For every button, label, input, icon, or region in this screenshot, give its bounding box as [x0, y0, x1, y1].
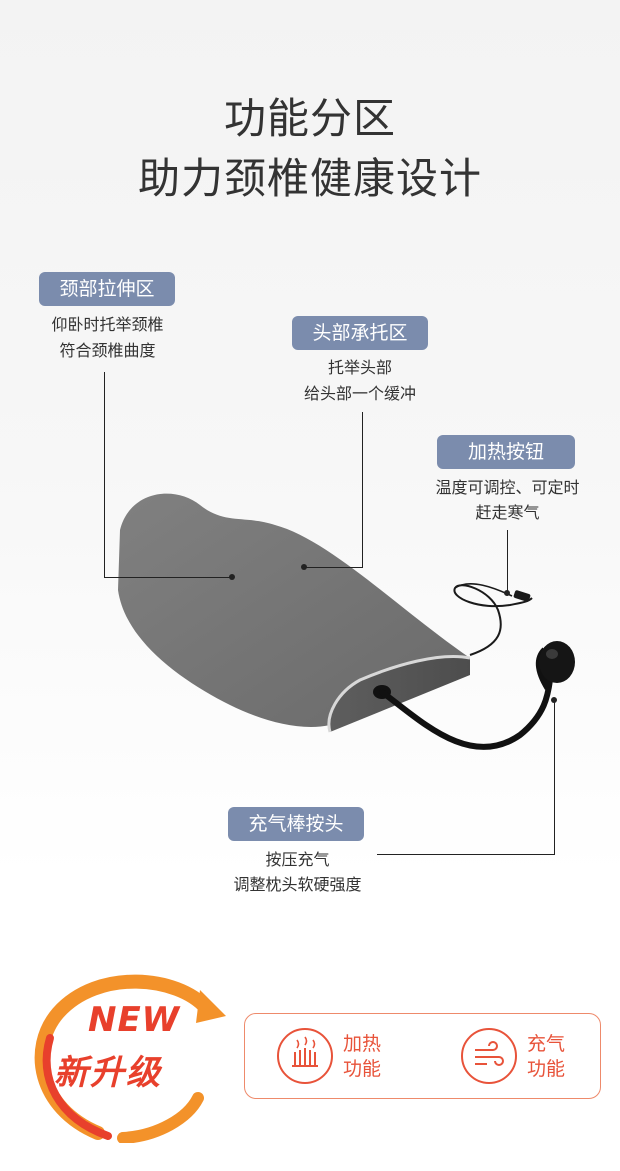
heating-button-desc-2: 赶走寒气 [475, 503, 540, 522]
pillow-product-image [118, 493, 575, 750]
page-title: 功能分区 [223, 94, 396, 143]
neck-leader-horizontal [104, 577, 232, 578]
feature-heating-line1: 加热 [343, 1033, 382, 1055]
pump-leader-dot [551, 697, 557, 703]
heating-button-desc-1: 温度可调控、可定时 [435, 478, 580, 497]
head-leader-vertical [362, 412, 363, 568]
neck-zone-tag: 颈部拉伸区 [39, 272, 175, 306]
page-subtitle: 助力颈椎健康设计 [137, 154, 482, 203]
airflow-icon [461, 1028, 517, 1084]
new-upgrade-badge [34, 974, 226, 1143]
pump-head-desc-2: 调整枕头软硬强度 [233, 875, 362, 894]
pump-head-tag: 充气棒按头 [228, 807, 364, 841]
head-leader-dot [301, 564, 307, 570]
neck-zone-desc-1: 仰卧时托举颈椎 [51, 315, 164, 334]
pump-head-desc-1: 按压充气 [265, 850, 330, 869]
feature-heating-line2: 功能 [343, 1058, 382, 1080]
pump-leader-vertical [554, 700, 555, 855]
head-zone-tag: 头部承托区 [292, 316, 428, 350]
neck-leader-dot [229, 574, 235, 580]
heating-leader-dot [504, 590, 510, 596]
badge-new-text: NEW [88, 1000, 181, 1040]
feature-inflate-line2: 功能 [527, 1058, 566, 1080]
feature-panel: 加热 功能 充气 功能 [244, 1013, 601, 1099]
neck-zone-desc-2: 符合颈椎曲度 [59, 341, 156, 360]
head-leader-horizontal [304, 567, 363, 568]
head-zone-desc-2: 给头部一个缓冲 [303, 384, 416, 403]
pump-leader-horizontal [377, 854, 555, 855]
heating-leader-vertical [507, 530, 508, 592]
head-zone-desc-1: 托举头部 [327, 358, 392, 377]
feature-inflate-line1: 充气 [527, 1033, 566, 1055]
neck-leader-vertical [104, 372, 105, 578]
heating-icon [277, 1028, 333, 1084]
heating-button-tag: 加热按钮 [437, 435, 575, 469]
badge-upgrade-text: 新升级 [54, 1053, 162, 1093]
